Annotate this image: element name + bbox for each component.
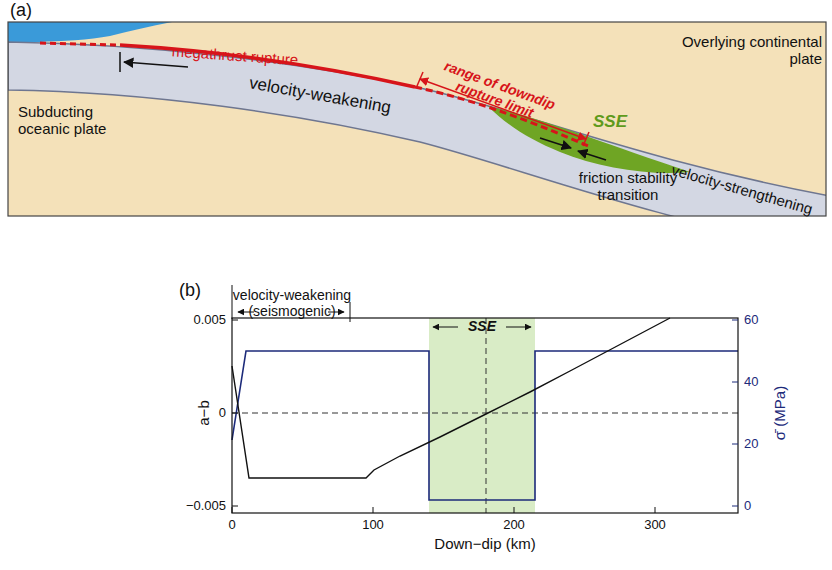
- tick-label: 20: [744, 437, 758, 451]
- tick-label: 60: [744, 313, 758, 327]
- tick-label: 200: [503, 518, 525, 532]
- tick-label: 300: [644, 518, 666, 532]
- panel-label: (b): [179, 281, 201, 301]
- tick-label: 0: [744, 499, 751, 513]
- panel-label: (a): [10, 1, 32, 21]
- sse-label: SSE: [593, 113, 627, 132]
- tick-label: 100: [362, 518, 384, 532]
- axis-title: σ̄ (MPa): [772, 386, 789, 440]
- plate-label: Subducting oceanic plate: [18, 104, 138, 137]
- tick-label: 0.005: [193, 313, 226, 327]
- zone-label: velocity-weakening: [233, 288, 351, 303]
- tick-label: −0.005: [186, 499, 226, 513]
- sse-label: SSE: [468, 319, 496, 334]
- zone-label: (seismogenic): [248, 304, 335, 319]
- tick-label: 0: [228, 518, 235, 532]
- tick-label: 0: [219, 406, 226, 420]
- cross-section: [8, 22, 826, 216]
- axis-title: Down−dip (km): [434, 536, 535, 553]
- chart: [232, 285, 738, 513]
- tick-label: 40: [744, 375, 758, 389]
- plate-label: Overlying continental plate: [662, 34, 822, 67]
- axis-title: a−b: [196, 400, 213, 425]
